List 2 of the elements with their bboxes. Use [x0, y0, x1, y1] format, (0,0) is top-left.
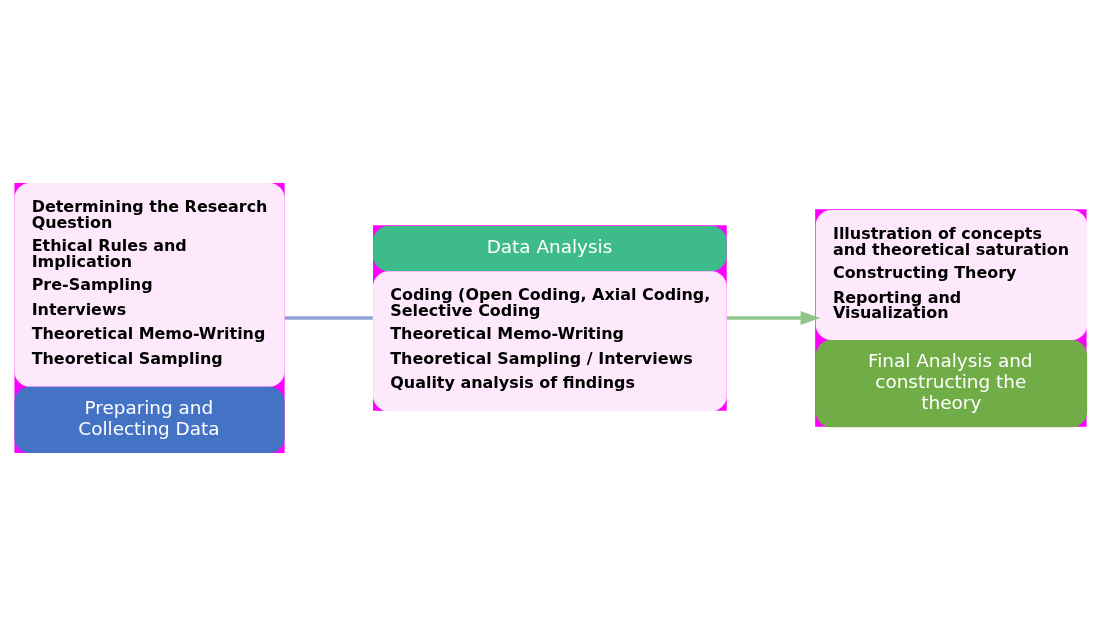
connector	[284, 316, 373, 320]
arrow	[727, 311, 821, 325]
